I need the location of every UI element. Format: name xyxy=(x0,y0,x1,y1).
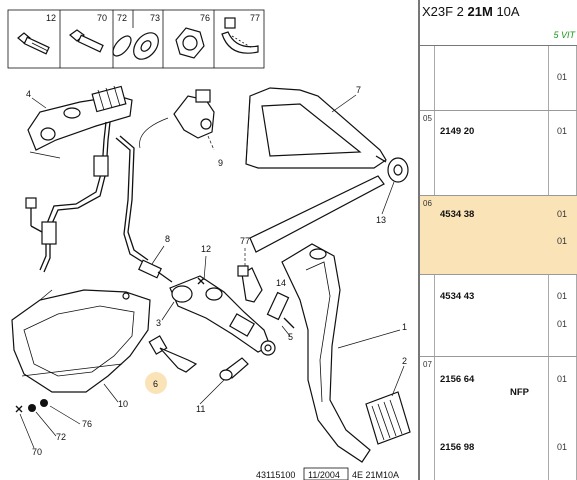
callout-70-b: 70 xyxy=(32,447,42,457)
quantity: 01 xyxy=(557,72,568,82)
washer-73-icon xyxy=(133,32,159,60)
parts-row[interactable]: 2156 98 01 xyxy=(420,428,577,480)
callout-2: 2 xyxy=(402,356,407,366)
callout-8: 8 xyxy=(165,234,170,244)
parts-diagram: 12 70 72 73 76 77 4 9 xyxy=(7,9,411,480)
switch-14 xyxy=(266,291,295,329)
parts-list-panel: X23F 2 21M 10A 5 VIT 01 05 2149 20 01 06… xyxy=(420,0,577,480)
callout-13: 13 xyxy=(376,215,386,225)
footer-code: 43115100 xyxy=(256,470,295,480)
parts-row-selected[interactable]: 06 4534 38 01 01 xyxy=(420,196,577,274)
clip-12-b-icon xyxy=(197,277,205,285)
panel-header: X23F 2 21M 10A xyxy=(420,0,577,24)
parts-row[interactable]: 05 2149 20 01 xyxy=(420,111,577,195)
slave-cylinder-3 xyxy=(169,275,276,356)
callout-72-b: 72 xyxy=(56,432,66,442)
group-number: 07 xyxy=(423,360,432,369)
quantity: 01 xyxy=(557,126,568,136)
washer-72-icon xyxy=(112,35,132,57)
parts-row[interactable]: 07 2156 64 NFP 01 xyxy=(420,357,577,427)
quantity: 01 xyxy=(557,209,568,219)
callout-3: 3 xyxy=(156,318,161,328)
pedal-pad-2 xyxy=(365,391,411,445)
quantity-secondary: 01 xyxy=(557,319,568,329)
quantity-secondary: 01 xyxy=(557,236,568,246)
callout-77-b: 77 xyxy=(240,236,250,246)
model-code: X23F 2 21M 10A xyxy=(422,4,520,19)
callout-4: 4 xyxy=(26,89,31,99)
nfp-flag: NFP xyxy=(510,387,529,398)
row-separator xyxy=(420,110,577,111)
pedal-shaft xyxy=(249,175,385,253)
quantity: 01 xyxy=(557,291,568,301)
nut-76-icon xyxy=(175,27,205,59)
bolt-70-icon xyxy=(69,29,104,53)
fastener-set-icon xyxy=(15,399,48,413)
clutch-pedal-1 xyxy=(281,243,371,463)
exploded-view-drawing: 12 70 72 73 76 77 4 9 xyxy=(7,9,411,480)
callout-5: 5 xyxy=(288,332,293,342)
row-separator xyxy=(420,274,577,275)
clip-77-icon xyxy=(221,17,259,54)
callout-77: 77 xyxy=(250,13,260,23)
group-number: 06 xyxy=(423,199,432,208)
callout-9: 9 xyxy=(218,158,223,168)
hydraulic-pipe xyxy=(39,121,149,273)
part-reference: 2156 98 xyxy=(440,442,475,453)
callout-72: 72 xyxy=(117,13,127,23)
footer-date: 11/2004 xyxy=(308,470,340,480)
part-reference: 4534 43 xyxy=(440,291,475,302)
variant-label: 5 VIT xyxy=(553,30,575,40)
highlight-marker xyxy=(145,372,167,394)
row-separator xyxy=(420,195,577,196)
diagram-footer: 43115100 11/2004 4E 21M10A xyxy=(256,467,399,480)
group-number: 05 xyxy=(423,114,432,123)
parts-row[interactable]: 4534 43 01 01 xyxy=(420,275,577,355)
model-code-suffix: 10A xyxy=(492,4,520,19)
bolt-12-icon xyxy=(17,32,50,55)
callout-11: 11 xyxy=(196,404,205,414)
header-separator xyxy=(420,45,577,46)
parts-row[interactable]: 01 xyxy=(420,46,577,110)
callout-10: 10 xyxy=(118,399,128,409)
left-fitting xyxy=(25,197,43,233)
pedal-bracket-7 xyxy=(245,87,387,169)
hardware-boxes xyxy=(7,9,265,69)
callout-12-b: 12 xyxy=(201,244,211,254)
callout-14: 14 xyxy=(276,278,286,288)
part-reference: 2149 20 xyxy=(440,126,475,137)
row-separator xyxy=(420,356,577,357)
callout-7: 7 xyxy=(356,85,361,95)
pivot-clip-13 xyxy=(375,155,409,183)
footer-ref: 4E 21M10A xyxy=(352,470,399,480)
master-cylinder xyxy=(27,85,133,159)
callout-6: 6 xyxy=(153,379,158,389)
callout-70: 70 xyxy=(97,13,107,23)
connector-9 xyxy=(173,89,215,139)
callout-12: 12 xyxy=(46,13,56,23)
pin-11 xyxy=(219,357,249,381)
callout-73: 73 xyxy=(150,13,160,23)
callout-1: 1 xyxy=(402,322,407,332)
bolt-6 xyxy=(148,335,198,373)
callout-76: 76 xyxy=(200,13,210,23)
part-reference: 4534 38 xyxy=(440,209,475,220)
fitting-8 xyxy=(138,259,173,283)
model-code-bold: 21M xyxy=(467,4,493,19)
heat-shield-10 xyxy=(11,289,151,393)
part-reference: 2156 64 xyxy=(440,374,475,385)
clip-77-b-icon xyxy=(237,265,263,303)
model-code-prefix: X23F 2 xyxy=(422,4,468,19)
panel-divider xyxy=(418,0,420,480)
quantity: 01 xyxy=(557,442,568,452)
quantity: 01 xyxy=(557,374,568,384)
callout-76-b: 76 xyxy=(82,419,92,429)
